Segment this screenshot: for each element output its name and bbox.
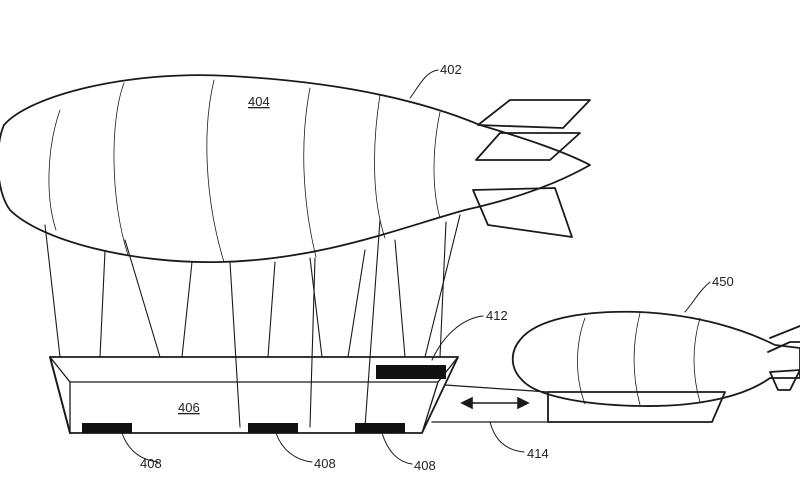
cargo-bay-left	[82, 423, 132, 433]
dock-port-block	[376, 365, 446, 379]
fin-top	[478, 100, 590, 128]
suspension-cables	[45, 215, 460, 427]
label-402: 402	[440, 62, 462, 77]
label-404: 404	[248, 94, 270, 109]
label-408-center: 408	[314, 456, 336, 471]
shuttle-fin-top	[770, 326, 800, 338]
gondola-deck-line	[50, 357, 70, 433]
label-408-left: 408	[140, 456, 162, 471]
cargo-bay-center	[248, 423, 298, 433]
label-412: 412	[486, 308, 508, 323]
fin-bottom	[473, 188, 572, 237]
label-408-right: 408	[414, 458, 436, 473]
shuttle-fin-bottom	[770, 370, 800, 390]
cargo-bay-right	[355, 423, 405, 433]
transfer-double-arrow	[462, 398, 528, 408]
label-406: 406	[178, 400, 200, 415]
main-envelope	[0, 75, 590, 262]
label-450: 450	[712, 274, 734, 289]
fin-middle	[476, 133, 580, 160]
label-414: 414	[527, 446, 549, 461]
